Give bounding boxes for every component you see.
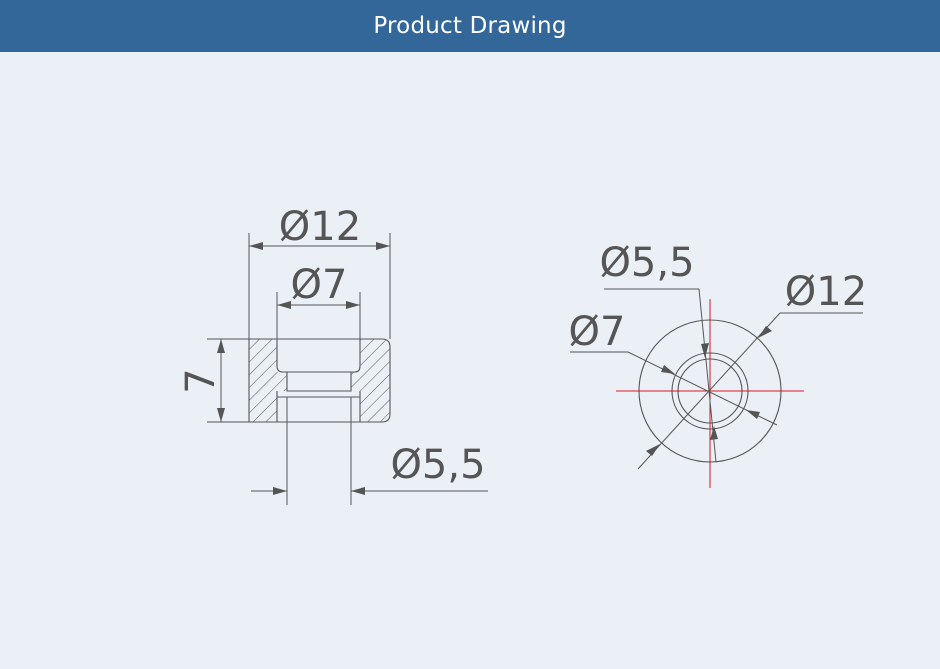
- section-hatch-left: [249, 339, 287, 422]
- section-hole-diameter-label: Ø5,5: [390, 442, 485, 488]
- end-outer-diameter-label: Ø12: [785, 269, 867, 315]
- section-outer-diameter-label: Ø12: [279, 204, 361, 250]
- section-view: [248, 338, 391, 423]
- section-counterbore-diameter-label: Ø7: [291, 262, 348, 308]
- dimension-outer-diameter: [248, 233, 391, 339]
- end-view-leaders: [570, 288, 863, 470]
- dimension-counterbore-diameter: [276, 292, 361, 339]
- page-title: Product Drawing: [373, 13, 567, 39]
- dimension-height: [207, 338, 249, 423]
- counterbore-outline: [276, 339, 361, 392]
- section-hatch-right: [351, 339, 390, 422]
- end-counterbore-diameter-label: Ø7: [569, 309, 626, 355]
- end-view-centerlines: [616, 299, 804, 488]
- drawing-svg: Ø12 Ø7 7 Ø5,5: [178, 204, 867, 505]
- header-bar: Product Drawing: [0, 0, 940, 52]
- section-height-label: 7: [178, 368, 224, 393]
- end-hole-diameter-label: Ø5,5: [599, 240, 694, 286]
- drawing-canvas: Ø12 Ø7 7 Ø5,5: [0, 52, 940, 665]
- section-outline: [248, 338, 391, 423]
- dimension-hole-diameter: [251, 397, 488, 505]
